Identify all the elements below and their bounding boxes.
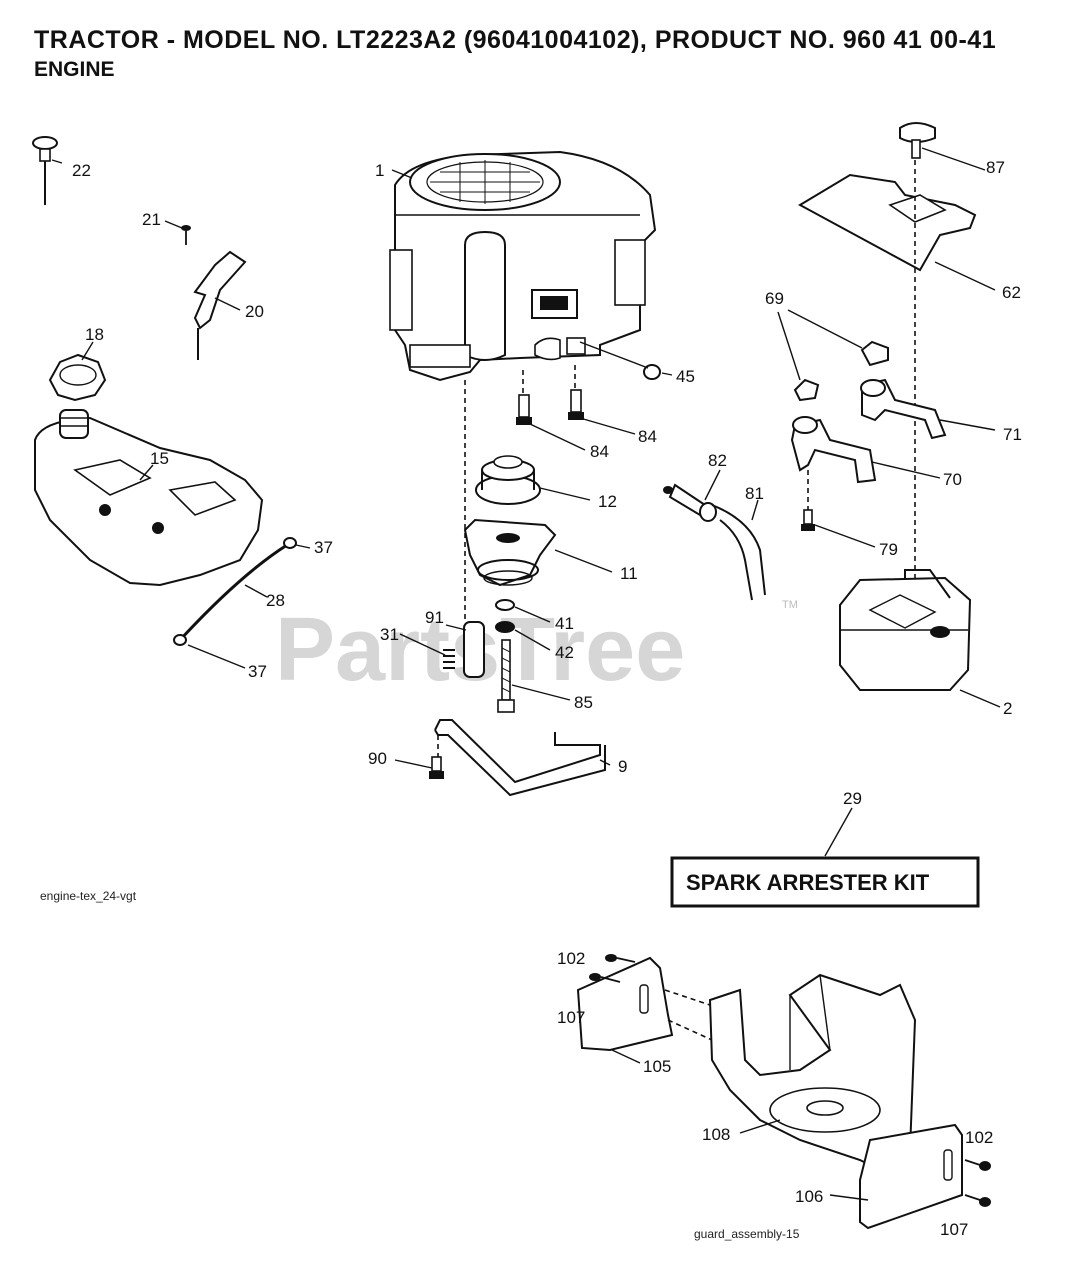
fuel-tank-part-15[interactable] bbox=[34, 409, 264, 587]
callout-2: 2 bbox=[1003, 699, 1012, 718]
exhaust-pipe-part-70[interactable] bbox=[790, 418, 877, 484]
spacer-part-91[interactable] bbox=[463, 621, 485, 678]
callout-108: 108 bbox=[702, 1125, 730, 1144]
rod-part-9[interactable] bbox=[434, 719, 606, 797]
watermark-tm: TM bbox=[782, 599, 798, 611]
callout-11: 11 bbox=[620, 564, 638, 583]
callout-69: 69 bbox=[765, 289, 784, 308]
callout-45: 45 bbox=[676, 367, 695, 386]
callout-87: 87 bbox=[986, 158, 1005, 177]
bolt-84-right[interactable] bbox=[568, 389, 584, 420]
spring-part-31[interactable] bbox=[443, 649, 455, 669]
callout-107-bottom: 107 bbox=[940, 1220, 968, 1239]
callout-12: 12 bbox=[598, 492, 617, 511]
callout-28: 28 bbox=[266, 591, 285, 610]
screw-part-102-bottom[interactable] bbox=[964, 1159, 991, 1171]
callout-82: 82 bbox=[708, 451, 727, 470]
callout-22: 22 bbox=[72, 161, 91, 180]
washer-part-42[interactable] bbox=[495, 621, 515, 633]
callout-90: 90 bbox=[368, 749, 387, 768]
callout-84-left: 84 bbox=[590, 442, 609, 461]
clamp-part-37-top[interactable] bbox=[283, 537, 297, 549]
callout-106: 106 bbox=[795, 1187, 823, 1206]
callout-62: 62 bbox=[1002, 283, 1021, 302]
heat-shield-part-62[interactable] bbox=[797, 173, 977, 272]
callout-85: 85 bbox=[574, 693, 593, 712]
callout-41: 41 bbox=[555, 614, 574, 633]
callout-42: 42 bbox=[555, 643, 574, 662]
callout-79: 79 bbox=[879, 540, 898, 559]
callout-105: 105 bbox=[643, 1057, 671, 1076]
callout-70: 70 bbox=[943, 470, 962, 489]
bolt-part-90[interactable] bbox=[429, 756, 444, 779]
callout-102-bottom: 102 bbox=[965, 1128, 993, 1147]
spark-arrester-kit-label: SPARK ARRESTER KIT bbox=[686, 870, 930, 895]
fitting-part-82[interactable] bbox=[663, 483, 717, 522]
callout-107-top: 107 bbox=[557, 1008, 585, 1027]
bolt-84-left[interactable] bbox=[516, 394, 532, 425]
callout-20: 20 bbox=[245, 302, 264, 321]
page-title: TRACTOR - MODEL NO. LT2223A2 (9604100410… bbox=[34, 26, 997, 54]
note-guard-ref: guard_assembly-15 bbox=[694, 1227, 800, 1241]
callout-1: 1 bbox=[375, 161, 384, 180]
note-engine-ref: engine-tex_24-vgt bbox=[40, 889, 137, 903]
callout-21: 21 bbox=[142, 210, 161, 229]
callout-37-top: 37 bbox=[314, 538, 333, 557]
callout-29: 29 bbox=[843, 789, 862, 808]
spark-arrester-kit-box bbox=[670, 856, 980, 908]
bolt-part-22[interactable] bbox=[32, 136, 58, 205]
callout-37-bottom: 37 bbox=[248, 662, 267, 681]
callout-9: 9 bbox=[618, 757, 627, 776]
washer-part-41[interactable] bbox=[495, 599, 515, 611]
callout-15: 15 bbox=[150, 449, 169, 468]
page-subtitle: ENGINE bbox=[34, 58, 115, 81]
callout-31: 31 bbox=[380, 625, 399, 644]
callout-81: 81 bbox=[745, 484, 764, 503]
callout-84-right: 84 bbox=[638, 427, 657, 446]
callout-102-top: 102 bbox=[557, 949, 585, 968]
gasket-part-69-b[interactable] bbox=[860, 340, 889, 367]
screw-part-107-top[interactable] bbox=[589, 973, 621, 983]
bolt-part-85[interactable] bbox=[497, 639, 515, 713]
fuel-line-part-28[interactable] bbox=[178, 543, 288, 642]
gasket-part-69-a[interactable] bbox=[793, 378, 820, 402]
screw-part-102-top[interactable] bbox=[605, 954, 636, 963]
screw-part-107-bottom[interactable] bbox=[964, 1194, 991, 1207]
engine-part[interactable] bbox=[389, 150, 657, 382]
fuel-cap-part-18[interactable] bbox=[48, 353, 107, 402]
nut-part-45[interactable] bbox=[643, 364, 661, 380]
guard-part-108[interactable] bbox=[708, 973, 917, 1172]
exhaust-pipe-part-71[interactable] bbox=[861, 378, 947, 440]
knob-part-87[interactable] bbox=[899, 122, 936, 159]
callout-71: 71 bbox=[1003, 425, 1022, 444]
clamp-part-37-bottom[interactable] bbox=[173, 634, 187, 646]
muffler-part-2[interactable] bbox=[839, 569, 972, 691]
callout-18: 18 bbox=[85, 325, 104, 344]
bolt-part-79[interactable] bbox=[801, 509, 815, 531]
bracket-part-20[interactable] bbox=[193, 250, 247, 360]
callout-91: 91 bbox=[425, 608, 444, 627]
pulley-part-12[interactable] bbox=[475, 455, 541, 505]
screw-part-21[interactable] bbox=[181, 225, 191, 245]
guard-plate-part-105[interactable] bbox=[576, 956, 674, 1052]
hose-part-81[interactable] bbox=[711, 504, 766, 601]
guard-plate-part-106[interactable] bbox=[859, 1123, 963, 1230]
clutch-part-11[interactable] bbox=[463, 518, 557, 587]
